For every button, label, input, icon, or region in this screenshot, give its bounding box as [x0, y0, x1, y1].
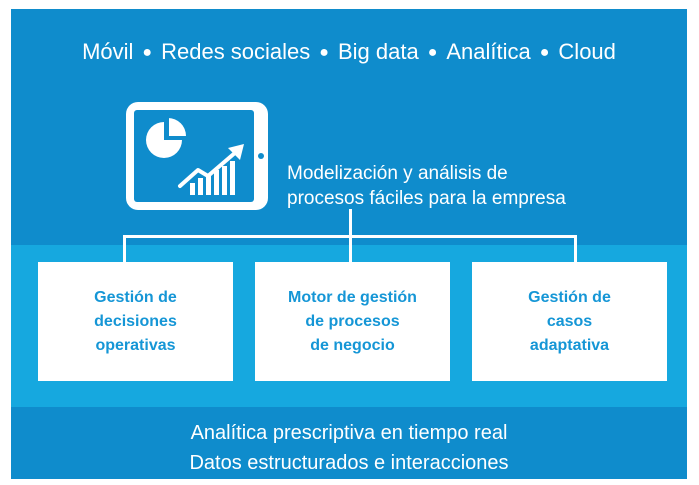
box-label-line: de procesos [305, 312, 400, 330]
box-label-line: Motor de gestión [288, 288, 417, 306]
tablet-caption-line: procesos fáciles para la empresa [287, 188, 566, 209]
box-label-line: operativas [95, 336, 176, 354]
box-label-line: adaptativa [529, 336, 610, 354]
box-gestion-decisiones-operativas: Gestión de decisiones operativas [38, 262, 233, 381]
tagline-item-movil: Móvil [82, 39, 134, 64]
connector-center-drop [349, 235, 352, 263]
tagline-item-analitica: Analítica [446, 39, 531, 64]
tablet-caption: Modelización y análisis de procesos fáci… [287, 161, 687, 211]
tagline-item-big-data: Big data [337, 39, 419, 64]
tagline-item-cloud: Cloud [558, 39, 616, 64]
box-label-line: casos [546, 312, 593, 330]
bottom-line-1: Analítica prescriptiva en tiempo real [190, 422, 508, 444]
top-band [11, 9, 687, 245]
bottom-line-2: Datos estructurados e interacciones [189, 452, 509, 474]
tablet-caption-line: Modelización y análisis de [287, 163, 508, 184]
box-gestion-casos-adaptativa: Gestión de casos adaptativa [472, 262, 667, 381]
tagline-item-redes-sociales: Redes sociales [161, 39, 311, 64]
bottom-caption: Analítica prescriptiva en tiempo real Da… [11, 418, 687, 478]
connector-left-drop [123, 235, 126, 263]
box-label-line: Gestión de [528, 288, 611, 306]
bullet-icon: ● [319, 44, 329, 61]
box-label-line: de negocio [310, 336, 395, 354]
bullet-icon: ● [142, 44, 153, 61]
connector-vertical-main [349, 209, 352, 237]
tablet-analytics-icon [126, 102, 268, 210]
diagram-frame: Móvil ● Redes sociales ● Big data ● Analítica ●… [11, 9, 687, 479]
bottom-band [11, 407, 687, 479]
bullet-icon: ● [539, 44, 550, 61]
connector-right-drop [574, 235, 577, 263]
box-motor-gestion-procesos: Motor de gestión de procesos de negocio [255, 262, 450, 381]
tagline: Móvil ● Redes sociales ● Big data ● Analítica ●… [11, 39, 687, 65]
bullet-icon: ● [427, 44, 438, 61]
box-label-line: decisiones [94, 312, 177, 330]
box-label-line: Gestión de [94, 288, 177, 306]
